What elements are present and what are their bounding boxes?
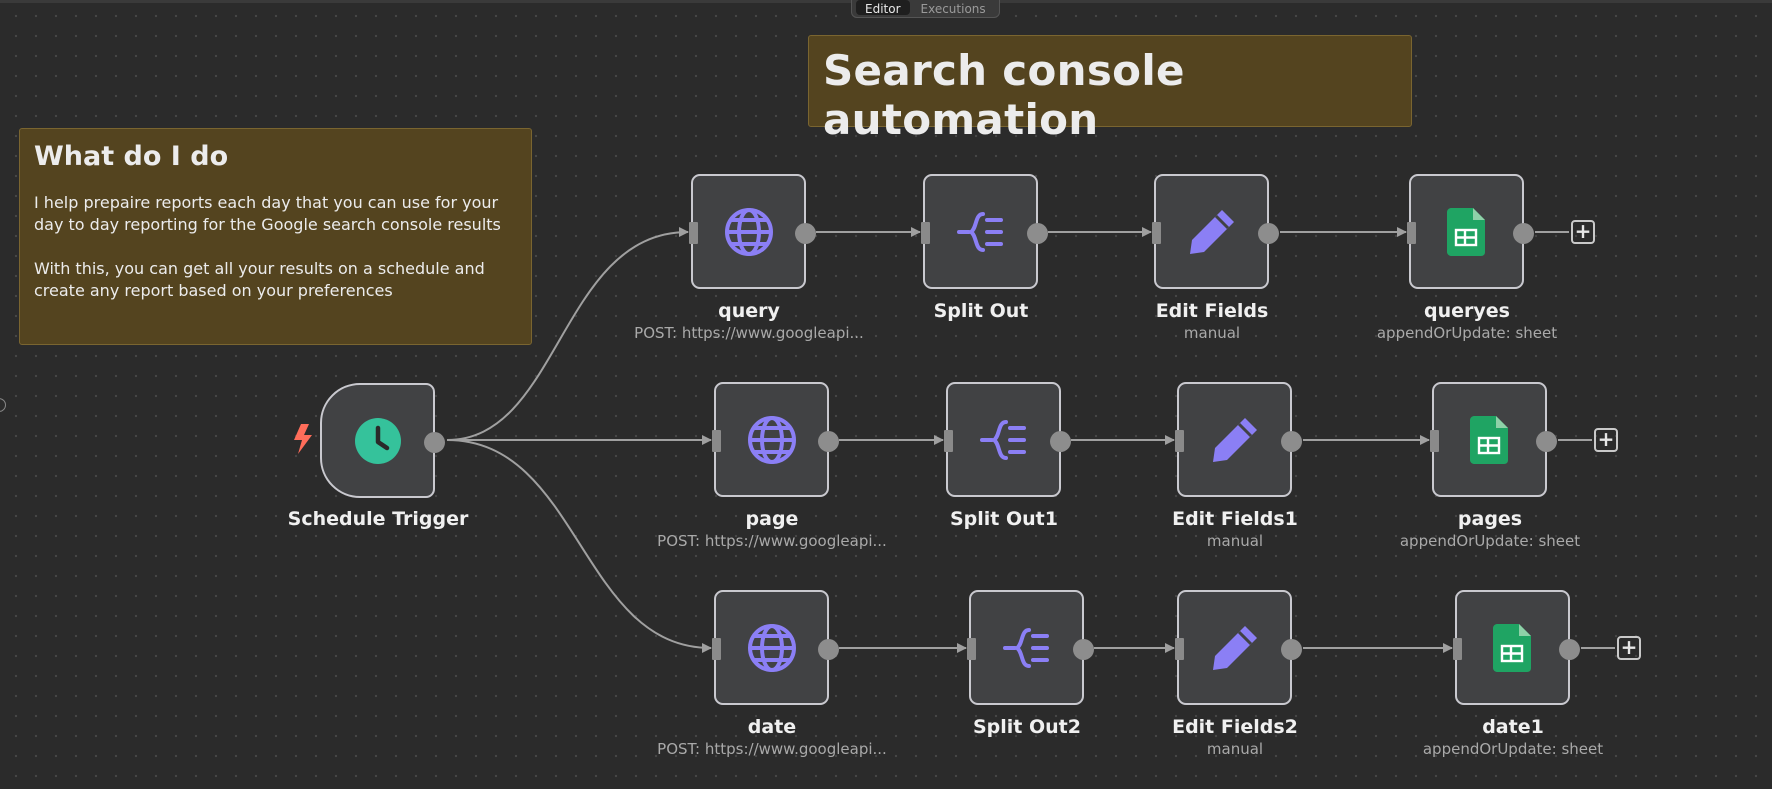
output-port[interactable] <box>818 639 839 660</box>
node-edit-fields[interactable] <box>1152 174 1279 289</box>
workflow-title: Search console automation <box>823 46 1185 144</box>
output-port[interactable] <box>1027 223 1048 244</box>
trigger-bolt-icon <box>294 424 312 454</box>
output-port[interactable] <box>818 431 839 452</box>
node-queryes[interactable] <box>1407 174 1534 289</box>
node-label-split-out: Split Out <box>933 300 1029 322</box>
node-label-query: query <box>718 300 780 322</box>
sticky-note-title[interactable]: Search console automation <box>808 35 1412 144</box>
input-port[interactable] <box>944 430 953 452</box>
split-icon <box>979 419 1026 460</box>
node-sublabel-edit-fields2: manual <box>1206 740 1264 758</box>
node-label-edit-fields2: Edit Fields2 <box>1172 716 1298 738</box>
sheets-icon <box>1492 623 1531 672</box>
input-port[interactable] <box>1175 638 1184 660</box>
tab-editor[interactable]: Editor <box>856 0 910 16</box>
input-port[interactable] <box>1407 222 1416 244</box>
globe-icon <box>747 415 796 464</box>
sticky-note-paragraph-2: With this, you can get all your results … <box>34 259 485 300</box>
add-node-button[interactable]: + <box>1594 428 1618 452</box>
node-edit-fields1[interactable] <box>1175 382 1302 497</box>
add-node-button[interactable]: + <box>1571 220 1595 244</box>
node-pages[interactable] <box>1430 382 1557 497</box>
output-port[interactable] <box>1281 639 1302 660</box>
view-tabs: Editor Executions <box>851 0 1000 18</box>
node-label-date1: date1 <box>1482 716 1544 738</box>
node-schedule-trigger[interactable] <box>320 383 445 498</box>
node-label-page: page <box>745 508 799 530</box>
pencil-icon <box>1212 625 1257 670</box>
node-page[interactable] <box>712 382 839 497</box>
output-port[interactable] <box>1513 223 1534 244</box>
globe-icon <box>724 207 773 256</box>
output-port[interactable] <box>1281 431 1302 452</box>
input-port[interactable] <box>1453 638 1462 660</box>
node-sublabel-query: POST: https://www.googleapi... <box>634 324 864 342</box>
node-sublabel-date1: appendOrUpdate: sheet <box>1422 740 1604 758</box>
node-sublabel-page: POST: https://www.googleapi... <box>657 532 887 550</box>
node-query[interactable] <box>689 174 816 289</box>
pencil-icon <box>1189 209 1234 254</box>
node-label-pages: pages <box>1457 508 1523 530</box>
input-port[interactable] <box>967 638 976 660</box>
node-date1[interactable] <box>1453 590 1580 705</box>
node-label-split-out1: Split Out1 <box>950 508 1058 530</box>
node-sublabel-edit-fields1: manual <box>1206 532 1264 550</box>
globe-icon <box>747 623 796 672</box>
tab-executions[interactable]: Executions <box>920 2 986 16</box>
node-split-out2[interactable] <box>967 590 1094 705</box>
node-label-edit-fields1: Edit Fields1 <box>1172 508 1298 530</box>
node-date[interactable] <box>712 590 839 705</box>
sticky-note-what-do-i-do[interactable]: What do I do I help prepaire reports eac… <box>19 128 532 345</box>
add-node-button[interactable]: + <box>1617 636 1641 660</box>
output-port[interactable] <box>1258 223 1279 244</box>
node-label-split-out2: Split Out2 <box>973 716 1081 738</box>
input-port[interactable] <box>1430 430 1439 452</box>
node-sublabel-queryes: appendOrUpdate: sheet <box>1376 324 1558 342</box>
input-port[interactable] <box>1175 430 1184 452</box>
output-port[interactable] <box>1050 431 1071 452</box>
input-port[interactable] <box>1152 222 1161 244</box>
output-port[interactable] <box>795 223 816 244</box>
input-port[interactable] <box>712 638 721 660</box>
input-port[interactable] <box>712 430 721 452</box>
split-icon <box>956 211 1003 252</box>
pencil-icon <box>1212 417 1257 462</box>
node-sublabel-date: POST: https://www.googleapi... <box>657 740 887 758</box>
input-port[interactable] <box>921 222 930 244</box>
node-split-out1[interactable] <box>944 382 1071 497</box>
output-port[interactable] <box>424 432 445 453</box>
output-port[interactable] <box>1559 639 1580 660</box>
node-edit-fields2[interactable] <box>1175 590 1302 705</box>
node-label-schedule-trigger: Schedule Trigger <box>287 508 469 530</box>
input-port[interactable] <box>689 222 698 244</box>
sheets-icon <box>1469 415 1508 464</box>
node-label-date: date <box>747 716 797 738</box>
connection-trigger-query <box>446 227 689 441</box>
output-port[interactable] <box>1073 639 1094 660</box>
split-icon <box>1002 627 1049 668</box>
connection-trigger-date <box>446 439 712 653</box>
sticky-note-paragraph-1: I help prepaire reports each day that yo… <box>34 193 501 234</box>
sheets-icon <box>1446 207 1485 256</box>
sticky-note-heading: What do I do <box>34 141 229 172</box>
node-sublabel-pages: appendOrUpdate: sheet <box>1399 532 1581 550</box>
node-sublabel-edit-fields: manual <box>1183 324 1241 342</box>
node-split-out[interactable] <box>921 174 1048 289</box>
output-port[interactable] <box>1536 431 1557 452</box>
node-label-edit-fields: Edit Fields <box>1155 300 1269 322</box>
node-label-queryes: queryes <box>1424 300 1510 322</box>
clock-icon <box>354 417 401 464</box>
